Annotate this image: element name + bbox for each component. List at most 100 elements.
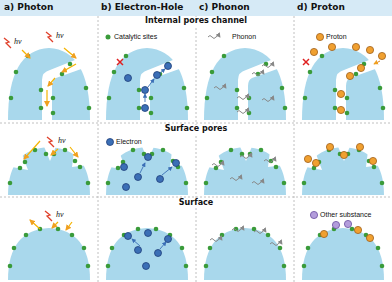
illustration-part [337,106,344,113]
illustration-part [204,227,287,280]
illustration-part [4,38,11,48]
illustration-part [106,48,189,120]
illustration-part [132,239,140,246]
illustration-part [204,144,287,195]
illustration-part [132,239,166,249]
illustration-part [135,247,142,254]
illustration-part [316,33,323,40]
illustration-part [208,36,220,39]
illustration-part [320,230,327,237]
illustration-part [125,75,132,82]
illustration-part [107,139,114,146]
illustration-part [294,16,295,282]
illustration-part [366,234,373,241]
illustration-part [140,163,145,173]
illustration-part [64,48,76,58]
illustration-part [123,184,130,191]
illustration-part [106,139,189,196]
illustration-part [160,69,165,73]
illustration-part [24,141,40,159]
photon-label: hν [58,137,66,146]
illustration-part [337,90,344,97]
illustration-part [45,211,52,221]
column-heading: d) Proton [297,3,345,13]
illustration-part [237,97,249,100]
illustration-part [302,211,385,280]
illustration-part [145,154,152,161]
illustration-part [237,111,249,114]
row-heading: Internal pores channel [142,17,250,26]
row-heading: Surface pores [162,125,231,134]
illustration-part [125,233,132,240]
illustration-part [145,230,152,237]
illustration-part [378,52,385,59]
key-label: Electron [116,138,142,146]
illustration-part [214,87,226,90]
key-label: Phonon [232,33,256,41]
illustration-part [98,16,99,282]
illustration-part [8,227,91,280]
illustration-part [117,59,123,65]
illustration-part [303,59,309,65]
illustration-part [304,155,311,162]
illustration-part [302,227,385,280]
illustration-part [52,222,58,228]
illustration-part [264,160,276,163]
illustration-part [252,73,264,76]
illustration-part [162,167,172,175]
column-heading: a) Photon [4,3,53,13]
illustration-part [326,143,333,150]
illustration-part [312,159,319,166]
key-label: Proton [326,33,347,41]
illustration-part [240,156,252,159]
photon-label: hν [56,211,64,220]
illustration-part [254,231,266,234]
illustration-part [121,164,128,171]
illustration-part [369,157,376,164]
illustration-part [302,143,385,195]
illustration-part [51,149,58,155]
illustration-part [62,64,76,72]
illustration-part [145,94,146,102]
illustration-part [30,220,72,230]
illustration-part [165,63,172,70]
illustration-part [204,144,287,195]
illustration-part [106,144,189,195]
illustration-part [8,144,91,195]
illustration-part [328,43,335,50]
illustration-part [8,211,91,280]
illustration-part [204,48,287,120]
illustration-part [252,182,264,185]
illustration-part [357,64,364,71]
illustration-part [46,90,47,106]
illustration-part [8,137,91,195]
illustration-part [0,123,392,124]
illustration-part [66,222,72,230]
illustration-part [140,163,172,175]
illustration-part [196,16,197,282]
illustration-part [148,79,154,87]
illustration-part [4,32,91,120]
illustration-part [204,36,287,121]
illustration-part [340,151,347,158]
illustration-part [230,178,242,181]
illustration-part [270,243,282,246]
illustration-part [352,43,359,50]
illustration-part [262,99,274,102]
photon-label: hν [56,32,64,41]
illustration-part [70,147,78,157]
illustration-part [160,242,166,249]
illustration-part [8,48,91,120]
illustration-part [135,174,142,181]
illustration-part [0,16,392,282]
illustration-part [302,33,386,120]
illustration-part [332,221,339,228]
illustration-part [212,164,224,167]
illustration-part [22,48,76,106]
illustration-part [22,50,30,58]
illustration-part [366,46,373,53]
illustration-part [0,0,392,16]
illustration-part [154,72,161,79]
illustration-part [157,176,164,183]
illustration-part [155,250,162,257]
